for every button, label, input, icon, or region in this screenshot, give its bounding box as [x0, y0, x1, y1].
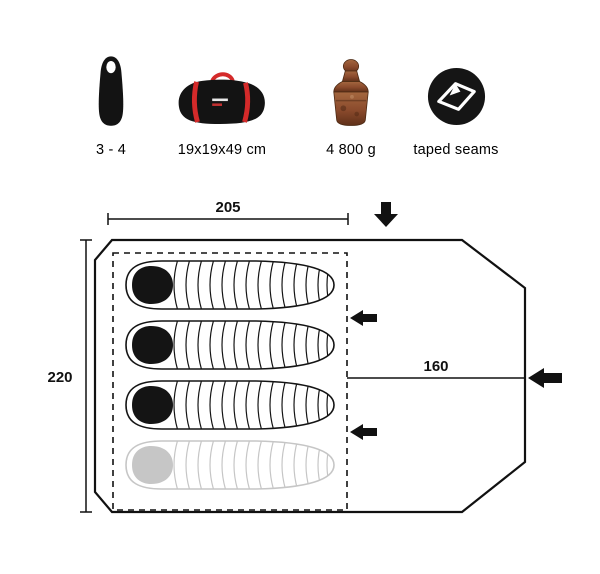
entrance-arrow-left-top-icon [350, 310, 377, 326]
inner-tent-dashed-outline [112, 252, 348, 511]
entrance-arrow-left-bottom-icon [350, 424, 377, 440]
depth-dimension-label: 220 [47, 369, 72, 386]
taped-seams-label: taped seams [413, 142, 499, 158]
weight-label: 4 800 g [326, 142, 376, 158]
spec-weight: 4 800 g [306, 46, 396, 158]
spec-capacity: 3 - 4 [66, 46, 156, 158]
spec-taped-seams: taped seams [396, 46, 516, 158]
packed-bag-icon [173, 46, 271, 128]
packed-size-label: 19x19x49 cm [177, 142, 267, 158]
floor-plan: 205 220 160 [47, 199, 562, 514]
taped-seams-icon [425, 46, 488, 128]
inner-width-label: 160 [423, 358, 448, 375]
width-dimension-line [107, 213, 349, 225]
capacity-label: 3 - 4 [95, 142, 126, 158]
sleeping-bag-capacity-icon [96, 46, 126, 128]
entrance-arrow-down-icon [374, 202, 398, 227]
width-dimension-label: 205 [215, 199, 240, 216]
sleeping-bag-3 [126, 379, 334, 431]
weight-icon [329, 46, 373, 128]
sleeping-bag-2 [126, 319, 334, 371]
sleeping-bag-1 [126, 259, 334, 311]
spec-packed-size: 19x19x49 cm [162, 46, 282, 158]
sleeping-bag-ghost [126, 439, 334, 491]
side-entrance-arrow-icon [528, 368, 562, 388]
depth-dimension-line [80, 239, 92, 513]
